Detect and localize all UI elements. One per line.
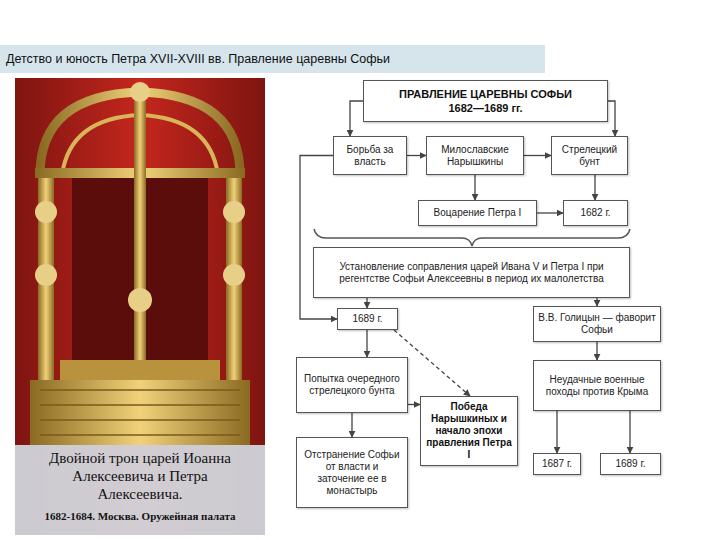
- photo-background: [15, 78, 265, 535]
- throne-finial: [223, 264, 245, 286]
- caption-panel: [15, 445, 265, 535]
- box-content: 1682 г.: [564, 204, 627, 222]
- arrow-connector: [537, 212, 563, 213]
- box-content: Отстранение Софьи от власти и заточение …: [297, 446, 407, 500]
- caption-box: Двойной трон царей Иоанна Алексеевича и …: [15, 449, 265, 522]
- box-text: 1689 г.: [605, 458, 656, 470]
- arrow-connector: [407, 155, 426, 156]
- title-box: ПРАВЛЕНИЕ ЦАРЕВНЫ СОФЬИ1682—1689 гг.: [363, 80, 608, 122]
- box-text: Установление соправления царей Ивана V и…: [318, 261, 625, 285]
- process-box: Воцарение Петра I: [418, 200, 537, 226]
- box-text: 1687 г.: [538, 458, 576, 470]
- box-text: 1682 г.: [568, 207, 623, 219]
- throne-finial: [35, 264, 57, 286]
- title-banner: Детство и юность Петра XVII-XVIII вв. Пр…: [0, 45, 545, 73]
- throne-seat: [60, 360, 220, 380]
- box-text: Стрелецкий бунт: [556, 144, 623, 168]
- process-box: 1682 г.: [563, 200, 628, 226]
- box-text: В.В. Голицын — фаворит Софьи: [538, 312, 656, 336]
- throne-orb: [128, 288, 152, 312]
- box-content: В.В. Голицын — фаворит Софьи: [534, 309, 660, 339]
- process-box: Борьба за власть: [333, 136, 407, 175]
- process-box: Установление соправления царей Ивана V и…: [313, 247, 630, 298]
- process-box: Отстранение Софьи от власти и заточение …: [296, 437, 408, 508]
- arrow-connector: [596, 298, 597, 306]
- arrow-connector: [474, 175, 475, 200]
- box-content: Стрелецкий бунт: [552, 141, 627, 171]
- arrow-connector: [594, 175, 595, 200]
- box-text: Отстранение Софьи от власти и заточение …: [301, 449, 403, 497]
- box-text: Борьба за власть: [338, 144, 402, 168]
- box-content: Борьба за власть: [334, 141, 406, 171]
- process-box: Победа Нарышкиных и начало эпохи правлен…: [420, 396, 518, 466]
- box-text: 1682—1689 гг.: [368, 101, 603, 115]
- process-box: Неудачные военные походы против Крыма: [533, 360, 661, 411]
- box-content: 1689 г.: [338, 310, 397, 328]
- throne-ornament: [40, 390, 240, 435]
- process-box: Попытка очередного стрелецкого бунта: [296, 357, 408, 413]
- process-box: Милославские Нарышкины: [426, 136, 524, 175]
- box-content: ПРАВЛЕНИЕ ЦАРЕВНЫ СОФЬИ1682—1689 гг.: [364, 84, 607, 118]
- process-box: Стрелецкий бунт: [551, 136, 628, 175]
- arrow-connector: [556, 411, 557, 453]
- box-text: Неудачные военные походы против Крыма: [538, 374, 656, 398]
- arrow-connector: [608, 101, 615, 136]
- brace: [314, 229, 630, 246]
- box-text: Попытка очередного стрелецкого бунта: [301, 373, 403, 397]
- box-text: Победа Нарышкиных и начало эпохи правлен…: [425, 401, 513, 461]
- process-box: 1689 г.: [337, 308, 398, 330]
- box-content: Победа Нарышкиных и начало эпохи правлен…: [421, 398, 517, 464]
- box-content: Неудачные военные походы против Крыма: [534, 371, 660, 401]
- arrow-connector: [350, 101, 363, 136]
- throne-finial: [35, 201, 57, 223]
- box-content: 1687 г.: [534, 455, 580, 473]
- box-content: Воцарение Петра I: [419, 204, 536, 222]
- arrow-connector: [629, 411, 630, 453]
- box-content: Установление соправления царей Ивана V и…: [314, 258, 629, 288]
- throne-finial: [223, 201, 245, 223]
- box-text: ПРАВЛЕНИЕ ЦАРЕВНЫ СОФЬИ: [368, 87, 603, 101]
- process-box: В.В. Голицын — фаворит Софьи: [533, 306, 661, 342]
- slide-title: Детство и юность Петра XVII-XVIII вв. Пр…: [6, 52, 390, 66]
- process-box: 1687 г.: [533, 453, 581, 475]
- photo-credit: 1682-1684. Москва. Оружейная палата: [15, 510, 265, 522]
- box-content: 1689 г.: [601, 455, 660, 473]
- box-content: Попытка очередного стрелецкого бунта: [297, 370, 407, 400]
- throne-photo: [15, 78, 265, 535]
- box-text: Воцарение Петра I: [423, 207, 532, 219]
- arrow-connector: [366, 298, 367, 308]
- photo-caption: Двойной трон царей Иоанна Алексеевича и …: [15, 449, 265, 503]
- arrow-connector: [366, 330, 367, 357]
- throne-base: [30, 380, 250, 445]
- throne-finial: [130, 82, 150, 102]
- box-content: Милославские Нарышкины: [427, 141, 523, 171]
- process-box: 1689 г.: [600, 453, 661, 475]
- box-text: 1689 г.: [342, 313, 393, 325]
- arrow-connector: [524, 155, 551, 156]
- arrow-connector: [596, 342, 597, 360]
- arrow-connector: [351, 413, 352, 437]
- arrow-connector: [408, 404, 420, 405]
- box-text: Милославские Нарышкины: [431, 144, 519, 168]
